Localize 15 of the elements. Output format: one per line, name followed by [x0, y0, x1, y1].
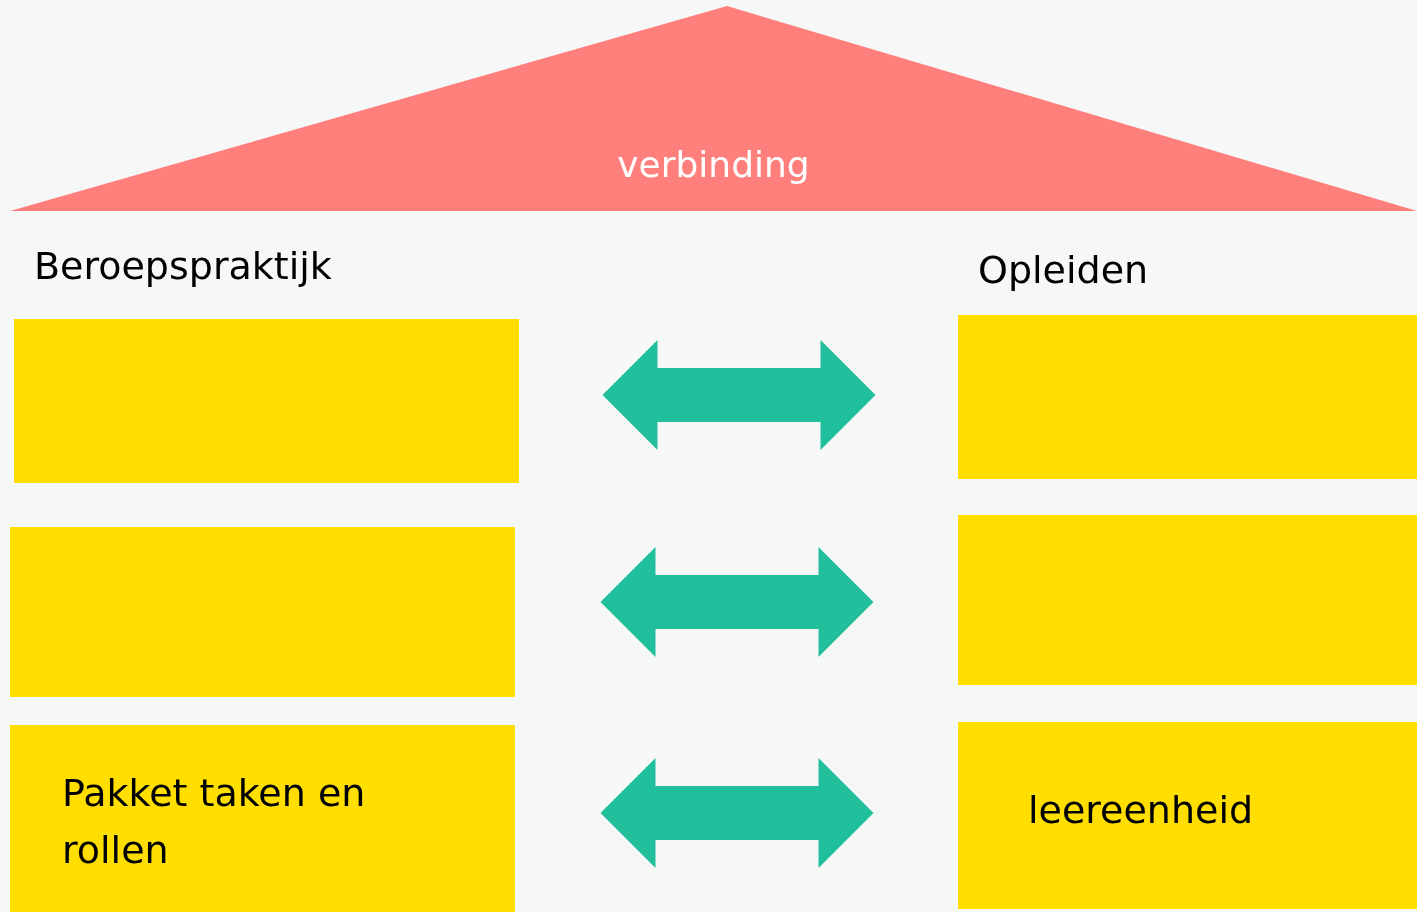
column-heading: Opleiden [978, 248, 1149, 292]
empty-box [958, 315, 1417, 479]
empty-box [14, 319, 519, 483]
double-arrow [602, 340, 876, 450]
text-box [10, 725, 515, 912]
roof-label: verbinding [616, 143, 811, 187]
double-arrow [600, 758, 874, 868]
box-text: Pakket taken en rollen [62, 770, 367, 874]
column-heading: Beroepspraktijk [34, 244, 332, 288]
empty-box [10, 527, 515, 697]
text-box [958, 722, 1417, 909]
roof-triangle [10, 6, 1417, 211]
empty-box [958, 515, 1417, 685]
box-text: leereenheid [1028, 787, 1255, 834]
double-arrow [600, 547, 874, 657]
